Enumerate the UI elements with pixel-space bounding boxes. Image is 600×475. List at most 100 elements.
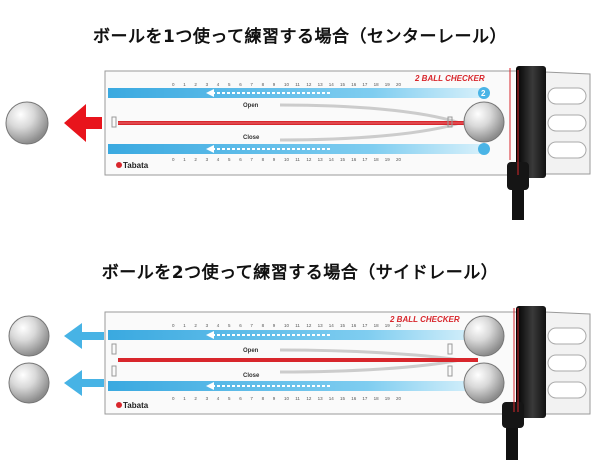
scale-number: 11 (295, 396, 300, 401)
scale-number: 19 (385, 82, 391, 87)
scale-number: 4 (217, 157, 220, 162)
left-arrow-icon (64, 323, 104, 349)
scale-number: 16 (351, 323, 357, 328)
scale-number: 9 (273, 82, 276, 87)
title-side-rail: ボールを2つ使って練習する場合（サイドレール） (101, 263, 499, 283)
scale-number: 6 (239, 82, 242, 87)
brand-logo: Tabata (123, 401, 149, 410)
scale-number: 14 (329, 157, 335, 162)
scale-number: 1 (183, 157, 186, 162)
ball-icon (8, 315, 50, 357)
close-label: Close (243, 135, 260, 141)
product-name: 2 BALL CHECKER (414, 74, 485, 83)
scale-number: 9 (273, 323, 276, 328)
scale-number: 1 (183, 396, 186, 401)
scale-number: 15 (340, 82, 346, 87)
scale-number: 17 (362, 82, 368, 87)
scale-number: 13 (318, 82, 324, 87)
scale-number: 20 (396, 82, 402, 87)
scale-number: 2 (194, 323, 197, 328)
open-label: Open (243, 103, 259, 109)
scale-number: 13 (318, 396, 324, 401)
left-arrow-icon (64, 104, 102, 142)
scale-number: 8 (262, 82, 265, 87)
scale-number: 3 (206, 323, 209, 328)
scale-number: 15 (340, 396, 346, 401)
scale-number: 3 (206, 82, 209, 87)
scale-number: 20 (396, 323, 402, 328)
scale-number: 7 (250, 396, 253, 401)
product-name: 2 BALL CHECKER (389, 315, 460, 324)
scale-number: 0 (172, 323, 175, 328)
scale-number: 7 (250, 323, 253, 328)
scale-number: 12 (306, 82, 312, 87)
scale-number: 14 (329, 82, 335, 87)
scale-number: 19 (385, 323, 391, 328)
scale-number: 9 (273, 396, 276, 401)
scale-number: 10 (284, 396, 290, 401)
scale-number: 0 (172, 82, 175, 87)
ball-icon (463, 362, 505, 404)
left-arrow-icon (64, 370, 104, 396)
scale-number: 0 (172, 396, 175, 401)
scale-number: 15 (340, 323, 346, 328)
scale-number: 16 (351, 396, 357, 401)
scale-number: 14 (329, 396, 335, 401)
scale-number: 19 (385, 396, 391, 401)
scale-number: 0 (172, 157, 175, 162)
scale-number: 3 (206, 157, 209, 162)
scale-number: 12 (306, 323, 312, 328)
scale-number: 3 (206, 396, 209, 401)
close-label: Close (243, 373, 260, 379)
ball-icon (8, 362, 50, 404)
scale-number: 4 (217, 82, 220, 87)
scale-number: 12 (306, 396, 312, 401)
scale-number: 6 (239, 323, 242, 328)
scale-number: 2 (194, 157, 197, 162)
scale-number: 11 (295, 157, 300, 162)
scale-number: 16 (351, 82, 357, 87)
badge-number: 2 (481, 89, 486, 98)
scale-number: 5 (228, 323, 231, 328)
scale-number: 19 (385, 157, 391, 162)
scale-number: 18 (374, 157, 380, 162)
scale-number: 17 (362, 157, 368, 162)
brand-logo: Tabata (123, 161, 149, 170)
scale-number: 15 (340, 157, 346, 162)
scale-number: 20 (396, 396, 402, 401)
scale-number: 18 (374, 396, 380, 401)
scale-number: 5 (228, 82, 231, 87)
scale-number: 11 (295, 323, 300, 328)
scale-number: 2 (194, 396, 197, 401)
scale-number: 1 (183, 323, 186, 328)
scale-number: 2 (194, 82, 197, 87)
scale-number: 13 (318, 323, 324, 328)
scale-number: 18 (374, 323, 380, 328)
scale-number: 13 (318, 157, 324, 162)
scale-number: 7 (250, 157, 253, 162)
scale-number: 14 (329, 323, 335, 328)
scale-number: 5 (228, 157, 231, 162)
scale-number: 4 (217, 396, 220, 401)
scale-number: 17 (362, 323, 368, 328)
scale-number: 6 (239, 396, 242, 401)
scale-number: 10 (284, 157, 290, 162)
putter-icon (502, 306, 546, 460)
scale-number: 4 (217, 323, 220, 328)
ball-icon (5, 101, 49, 145)
scale-number: 8 (262, 157, 265, 162)
ball-icon (463, 315, 505, 357)
scale-number: 8 (262, 323, 265, 328)
scale-number: 8 (262, 396, 265, 401)
scale-number: 16 (351, 157, 357, 162)
putter-icon (507, 66, 546, 220)
scale-number: 11 (295, 82, 300, 87)
scale-number: 12 (306, 157, 312, 162)
scale-number: 20 (396, 157, 402, 162)
scale-number: 6 (239, 157, 242, 162)
ball-icon (463, 101, 505, 143)
